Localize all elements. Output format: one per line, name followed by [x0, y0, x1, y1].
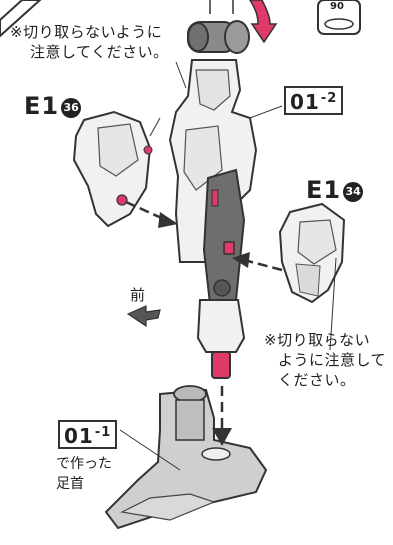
ankle-note-line1: で作った	[56, 456, 112, 472]
ankle-note: で作った 足首	[56, 454, 112, 494]
rotate-arrow-icon	[249, 0, 278, 44]
ankle-note-line2: 足首	[56, 476, 84, 492]
front-direction-arrow-icon	[126, 305, 161, 328]
insert-arrow-left	[125, 200, 178, 228]
insert-arrow-down	[212, 386, 232, 446]
caution-note-right-line1: ※切り取らない	[264, 331, 371, 349]
part-number-badge: 34	[343, 182, 364, 202]
angle-badge-label: 90	[330, 1, 344, 12]
corner-fragment	[0, 0, 42, 38]
part-label-01-1: 01-1	[58, 420, 118, 449]
part-e1-34	[278, 202, 346, 304]
caution-note-right-line2: ように注意して	[278, 351, 387, 369]
caution-note-right: ※切り取らない ように注意して ください。	[264, 330, 386, 390]
part-e1-36	[72, 110, 153, 228]
angle-badge	[317, 0, 361, 35]
caution-note-top: ※切り取らないように 注意してください。	[10, 22, 169, 62]
foot-part-01-1	[104, 385, 268, 530]
leg-part-01-2	[168, 20, 258, 379]
part-number-badge: 36	[61, 98, 82, 118]
caution-note-top-line2: 注意してください。	[30, 43, 169, 61]
caution-note-top-line1: ※切り取らないように	[10, 23, 163, 41]
front-label: 前	[130, 286, 146, 304]
part-label-01-2: 01-2	[284, 86, 344, 115]
leader-lines	[119, 61, 337, 471]
insert-arrow-right	[232, 252, 283, 272]
caution-note-right-line3: ください。	[278, 371, 356, 389]
